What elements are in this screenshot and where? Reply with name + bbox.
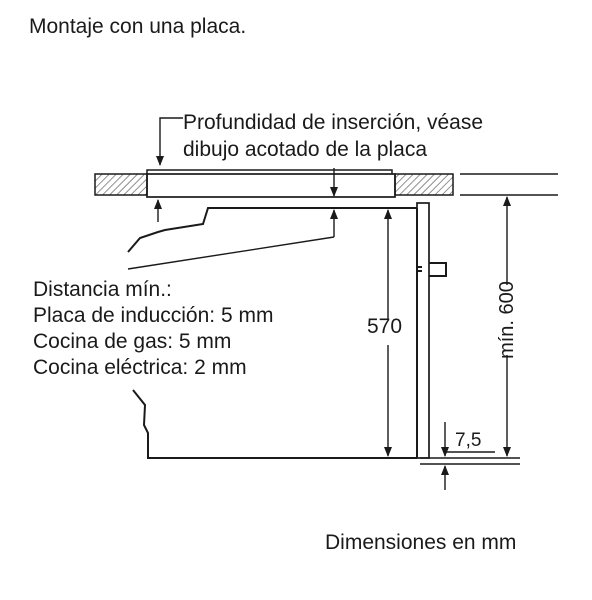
gap-label: 7,5 [455,430,482,451]
gap-dimension [420,422,520,490]
callout-leader [156,117,183,166]
oven-height-label: 570 [367,315,403,338]
oven-outline [127,202,447,459]
cabinet-edge-lines [460,173,558,196]
countertop-left [94,173,148,196]
min-distance-induction: Placa de inducción: 5 mm [33,304,274,327]
callout-line-1: Profundidad de inserción, véase [183,111,484,134]
hob-outline [146,169,396,198]
units-note: Dimensiones en mm [325,531,517,554]
callout-line-2: dibujo acotado de la placa [183,138,428,161]
min-distance-arrows [127,168,338,270]
min-distance-heading: Distancia mín.: [33,278,172,301]
min-distance-gas: Cocina de gas: 5 mm [33,330,232,353]
diagram-title: Montaje con una placa. [29,15,247,38]
min-distance-electric: Cocina eléctrica: 2 mm [33,356,247,379]
countertop-right [394,173,454,196]
